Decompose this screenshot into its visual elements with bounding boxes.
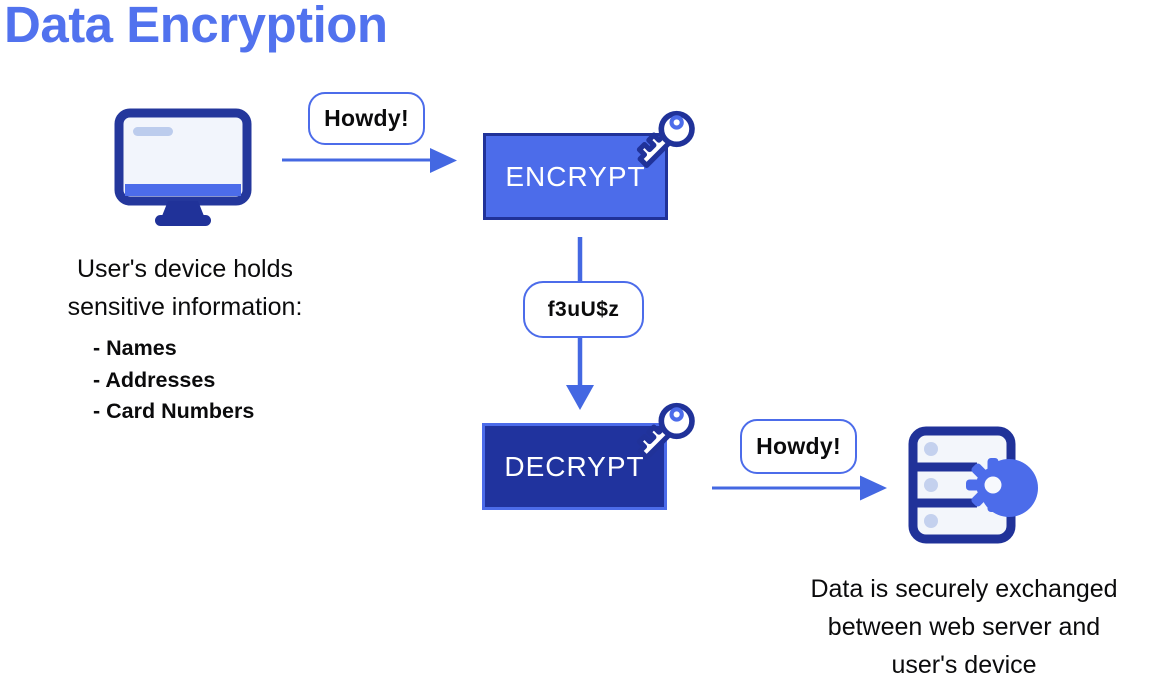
list-item: - Names [93,336,177,360]
key-icon [618,92,710,184]
page-title: Data Encryption [4,0,388,53]
server-caption-line: Data is securely exchanged [810,575,1118,603]
plain-message-bubble: Howdy! [308,92,425,145]
device-caption-line: User's device holds [77,255,293,283]
arrow-decrypt-to-server [712,475,887,501]
monitor-icon [112,106,254,228]
server-caption-line: user's device [891,651,1037,679]
decrypt-label: DECRYPT [504,450,645,482]
arrow-device-to-encrypt [282,148,457,173]
plain-message-bubble: Howdy! [740,419,857,474]
sensitive-data-list: - Names - Addresses - Card Numbers [93,333,254,428]
list-item: - Card Numbers [93,399,255,423]
device-caption-line: sensitive information: [67,293,303,321]
encrypt-label: ENCRYPT [505,160,646,192]
server-gear-icon [905,425,1040,545]
plain-message-text: Howdy! [324,105,409,131]
cipher-text: f3uU$z [547,297,620,321]
list-item: - Addresses [93,367,216,392]
server-caption-line: between web server and [827,613,1101,641]
plain-message-text: Howdy! [756,433,841,459]
key-icon [618,384,710,476]
encrypt-box: ENCRYPT [483,133,668,220]
decrypt-box: DECRYPT [482,423,667,510]
cipher-label: f3uU$z [523,281,644,338]
server-caption: Data is securely exchanged between web s… [752,570,1173,684]
device-caption: User's device holds sensitive informatio… [10,250,360,326]
gear-icon [966,458,1020,512]
